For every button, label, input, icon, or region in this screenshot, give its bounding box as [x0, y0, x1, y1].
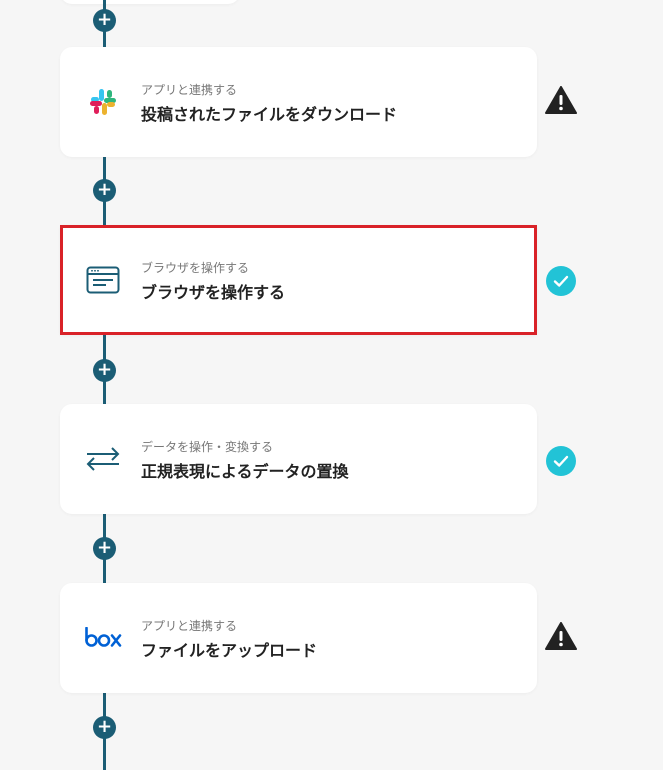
step-title: 投稿されたファイルをダウンロード	[141, 105, 398, 124]
step-card-regex-replace[interactable]: データを操作・変換する 正規表現によるデータの置換	[60, 404, 537, 514]
plus-icon: +	[96, 359, 113, 380]
step-title: 正規表現によるデータの置換	[141, 462, 349, 481]
add-step-button[interactable]: +	[93, 359, 116, 382]
step-category: アプリと連携する	[141, 619, 238, 633]
box-logo-icon	[84, 619, 122, 657]
step-title: ファイルをアップロード	[141, 641, 318, 660]
step-category: アプリと連携する	[141, 83, 238, 97]
browser-window-icon	[84, 261, 122, 299]
slack-logo-icon	[84, 83, 122, 121]
step-title: ブラウザを操作する	[141, 283, 286, 302]
check-complete-icon[interactable]	[545, 265, 577, 297]
plus-icon: +	[96, 179, 113, 200]
add-step-button[interactable]: +	[93, 537, 116, 560]
step-category: ブラウザを操作する	[141, 261, 250, 275]
plus-icon: +	[96, 716, 113, 737]
step-card-slack-download[interactable]: アプリと連携する 投稿されたファイルをダウンロード	[60, 47, 537, 157]
step-card-browser-operation[interactable]: ブラウザを操作する ブラウザを操作する	[60, 225, 537, 335]
plus-icon: +	[96, 9, 113, 30]
add-step-button[interactable]: +	[93, 179, 116, 202]
flow-connector-line	[103, 0, 106, 770]
warning-icon[interactable]	[545, 620, 577, 652]
previous-step-card[interactable]	[60, 0, 240, 4]
plus-icon: +	[96, 537, 113, 558]
transform-arrows-icon	[84, 440, 122, 478]
add-step-button[interactable]: +	[93, 716, 116, 739]
warning-icon[interactable]	[545, 84, 577, 116]
check-complete-icon[interactable]	[545, 445, 577, 477]
step-card-box-upload[interactable]: アプリと連携する ファイルをアップロード	[60, 583, 537, 693]
step-category: データを操作・変換する	[141, 440, 274, 454]
add-step-button[interactable]: +	[93, 9, 116, 32]
